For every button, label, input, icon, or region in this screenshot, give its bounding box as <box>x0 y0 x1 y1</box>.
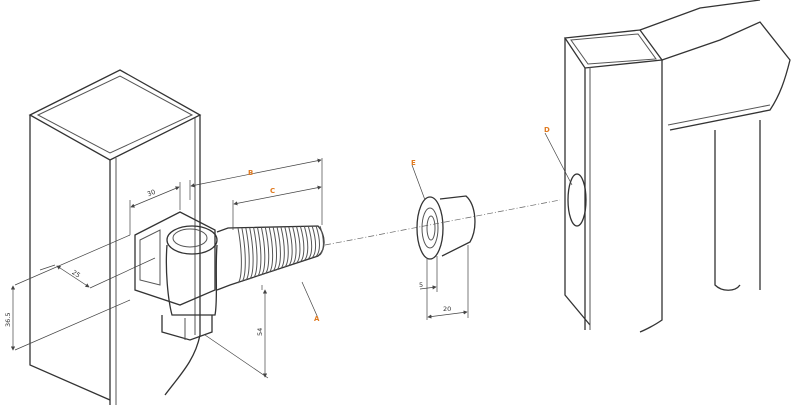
thread-ridge <box>296 226 301 264</box>
bushing <box>416 195 476 260</box>
thread-ridge <box>276 226 281 271</box>
label-b: B <box>248 169 253 177</box>
right-gate-frame <box>563 0 791 333</box>
dim-5: 5 <box>419 281 423 289</box>
dim-20: 20 <box>443 305 451 313</box>
label-a: A <box>314 315 320 323</box>
thread-ridge <box>303 226 309 261</box>
thread-ridge <box>288 226 293 267</box>
thread-ridge <box>272 227 278 272</box>
label-d: D <box>544 126 550 134</box>
thread-ridge <box>319 225 324 256</box>
thread-ridge <box>268 227 274 273</box>
label-c: C <box>270 187 275 195</box>
left-square-post <box>28 69 202 405</box>
thread-ridge <box>245 227 250 281</box>
thread-ridge <box>284 226 289 268</box>
threaded-bolt <box>216 225 325 291</box>
dim-36-5: 36.5 <box>4 313 12 327</box>
thread-ridge <box>307 226 313 260</box>
thread-ridge <box>264 227 270 275</box>
thread-ridge <box>257 227 262 277</box>
axis-centerline <box>324 199 561 246</box>
dimension-lines <box>10 132 573 379</box>
thread-ridge <box>241 227 246 283</box>
thread-ridge <box>315 225 320 257</box>
thread-ridge <box>249 227 254 280</box>
thread-ridge <box>280 226 285 269</box>
thread-ridge <box>311 226 317 259</box>
thread-ridge <box>292 226 297 265</box>
dim-54: 54 <box>256 328 264 336</box>
thread-ridge <box>260 227 266 276</box>
thread-ridge <box>253 227 258 279</box>
dim-25: 25 <box>70 268 81 279</box>
dim-30: 30 <box>146 188 157 199</box>
thread-ridge <box>299 226 305 263</box>
label-e: E <box>411 159 416 167</box>
thread-ridge <box>237 227 242 284</box>
hinge-eye-bracket <box>134 211 218 341</box>
